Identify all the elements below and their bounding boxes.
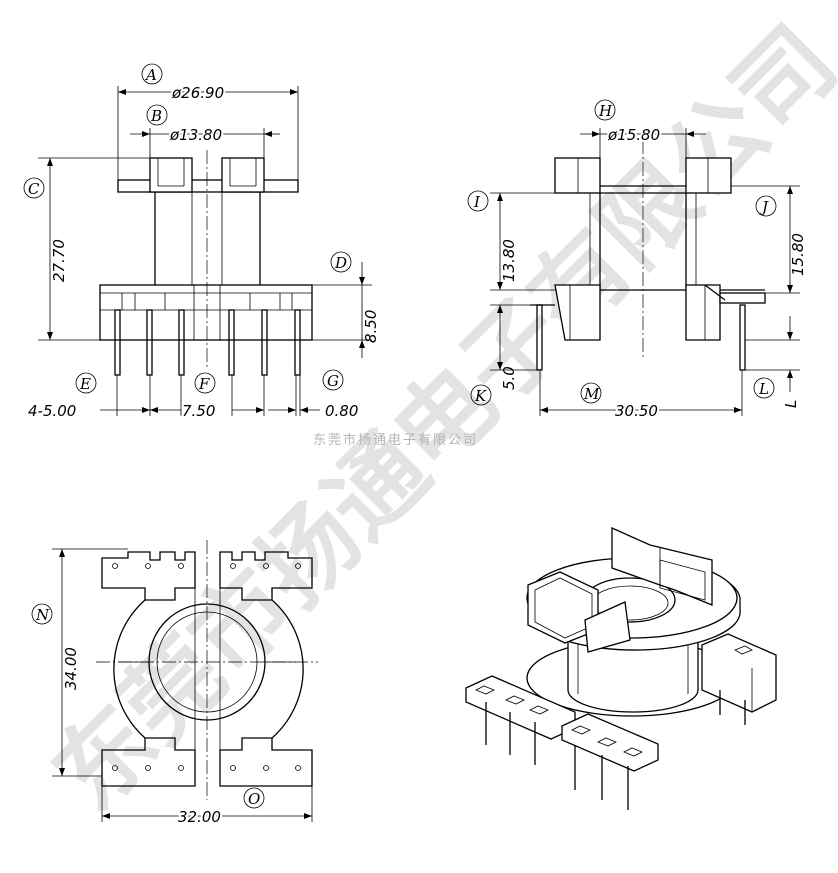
- dim-i: 13.80: [500, 239, 518, 282]
- label-o: O: [248, 790, 260, 808]
- isometric-view: [465, 526, 777, 810]
- label-b: B: [150, 107, 162, 125]
- dim-o: 32.00: [178, 808, 221, 826]
- dim-l: L: [782, 400, 800, 408]
- label-j: J: [759, 198, 769, 216]
- dim-a: ø26.90: [171, 84, 224, 102]
- top-view-dimensions: N 34.00 O 32.00: [31, 548, 313, 828]
- label-d: D: [334, 254, 347, 272]
- dim-n: 34.00: [62, 647, 80, 690]
- dim-h: ø15.80: [607, 126, 660, 144]
- label-f: F: [198, 375, 210, 393]
- label-i: I: [473, 193, 481, 211]
- watermark-text: 东莞市扬通电子有限公司: [32, 5, 838, 831]
- dim-e: 4-5.00: [28, 402, 76, 420]
- dim-g: 0.80: [325, 402, 358, 420]
- label-g: G: [327, 372, 339, 390]
- dim-f: 7.50: [182, 402, 215, 420]
- label-m: M: [583, 385, 600, 403]
- label-e: E: [79, 375, 91, 393]
- dim-c: 27.70: [50, 239, 68, 282]
- dim-d: 8.50: [362, 310, 380, 343]
- label-l: L: [758, 380, 769, 398]
- dim-j: 15.80: [789, 233, 807, 276]
- label-a: A: [144, 66, 157, 84]
- label-k: K: [474, 387, 487, 405]
- dim-k: 5.0: [500, 366, 518, 390]
- dim-b: ø13.80: [169, 126, 222, 144]
- side-view-dimensions: H ø15.80 I 13.80 J 15.80 K 5.0 L L: [467, 99, 807, 422]
- front-view: [99, 150, 313, 376]
- company-caption: 东莞市扬通电子有限公司: [313, 432, 478, 448]
- label-c: C: [28, 180, 40, 198]
- label-h: H: [598, 102, 613, 120]
- front-view-dimensions: A ø26.90 B ø13.80 C 27.70 D 8.50: [23, 63, 380, 422]
- dim-m: 30.50: [615, 402, 658, 420]
- side-view: [530, 140, 766, 371]
- label-n: N: [35, 606, 50, 624]
- top-view: [96, 540, 318, 800]
